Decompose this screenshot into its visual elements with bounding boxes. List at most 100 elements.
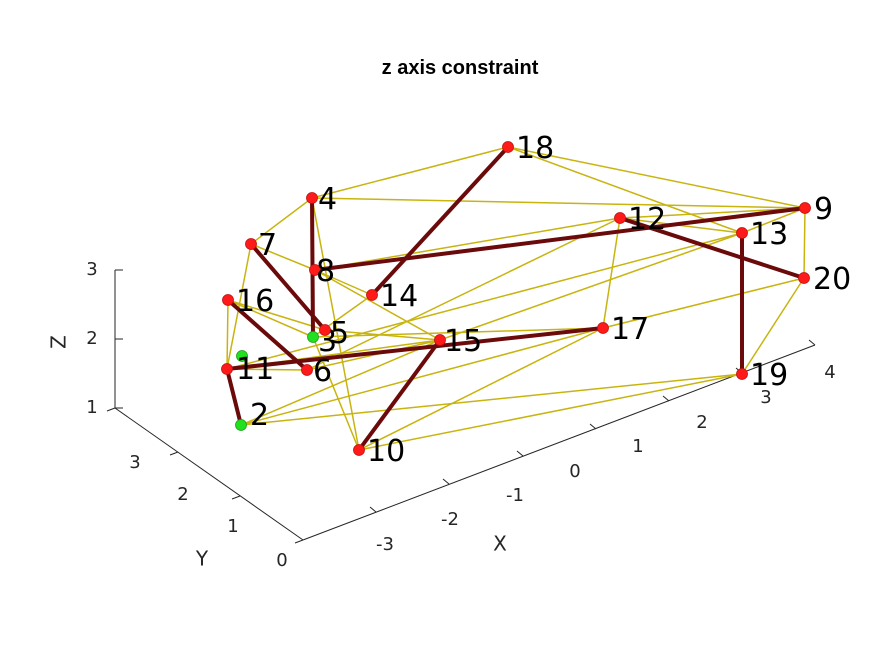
- node-label: 20: [813, 262, 851, 297]
- y-tick-label: 3: [129, 452, 140, 473]
- x-axis-line: [302, 344, 816, 541]
- graph-edge-thick: [357, 338, 442, 452]
- graph-edge-thin: [358, 373, 743, 451]
- x-tick-label: -2: [441, 509, 459, 530]
- node-label: 8: [316, 254, 335, 289]
- graph-edge-thin: [227, 299, 326, 331]
- node-label: 9: [814, 192, 833, 227]
- graph-edge-thick: [225, 367, 243, 427]
- x-tick-label: 2: [696, 412, 707, 433]
- node-label: 17: [611, 312, 649, 347]
- graph-node: [614, 212, 626, 224]
- x-tick-mark: [442, 478, 450, 485]
- y-axis-label: Y: [195, 547, 209, 571]
- graph-node: [245, 238, 257, 250]
- graph-edge-thin: [312, 336, 360, 451]
- x-tick-label: 1: [632, 436, 643, 457]
- graph-edge-thin: [240, 339, 441, 426]
- x-tick-label: 4: [824, 362, 835, 383]
- y-axis-line: [114, 407, 304, 541]
- y-tick-label: 2: [177, 484, 188, 505]
- graph-edge-thin: [240, 373, 743, 426]
- x-tick-mark: [589, 423, 597, 430]
- graph-node: [236, 350, 248, 362]
- z-tick-label: 1: [86, 397, 97, 418]
- graph-node: [235, 419, 247, 431]
- thin-edges-group: [226, 146, 806, 451]
- graph-edge-thin: [226, 299, 229, 370]
- graph-edge-thin: [314, 217, 621, 271]
- graph-edge-thin: [314, 269, 441, 341]
- x-tick-mark: [369, 506, 377, 513]
- x-tick-label: -1: [506, 485, 524, 506]
- graph-node: [502, 141, 514, 153]
- node-label: 19: [750, 358, 788, 393]
- node-label: 16: [236, 284, 274, 319]
- thick-edges-group: [225, 145, 807, 452]
- y-tick-mark: [106, 407, 116, 412]
- y-tick-mark: [294, 539, 304, 544]
- node-label: 6: [313, 354, 332, 389]
- graph-edge-thick: [225, 326, 605, 371]
- graph-edge-thin: [240, 327, 604, 426]
- z-tick-label: 2: [86, 328, 97, 349]
- graph-edge-thick: [370, 145, 510, 297]
- graph-node: [353, 444, 365, 456]
- graph-node: [307, 331, 319, 343]
- graph-edge-thin: [312, 327, 604, 338]
- y-tick-label: 1: [227, 516, 238, 537]
- graph-node: [222, 294, 234, 306]
- graph-edge-thin: [741, 207, 806, 234]
- x-tick-mark: [808, 339, 816, 346]
- graph-edge-thin: [741, 277, 805, 375]
- graph-node: [799, 202, 811, 214]
- node-label: 12: [628, 202, 666, 237]
- graph-node: [798, 272, 810, 284]
- y-tick-mark: [231, 495, 241, 500]
- y-axis-ticks: 0 1 2 3: [106, 407, 304, 571]
- graph-edge-thick: [618, 216, 806, 280]
- graph-edge-thick: [313, 206, 807, 272]
- node-label: 18: [516, 131, 554, 166]
- graph-node: [736, 368, 748, 380]
- graph-edge-thin: [619, 207, 806, 219]
- node-label: 2: [250, 398, 269, 433]
- graph-edge-thin: [226, 243, 252, 370]
- x-tick-label: -3: [376, 534, 394, 555]
- node-label: 15: [444, 324, 482, 359]
- graph-node: [319, 324, 331, 336]
- graph-edge-thin: [358, 327, 604, 451]
- x-tick-label: 0: [569, 461, 580, 482]
- node-label: 13: [750, 217, 788, 252]
- graph-edge-thin: [311, 197, 360, 451]
- graph-node: [301, 364, 313, 376]
- graph-node: [306, 192, 318, 204]
- x-axis-label: X: [493, 532, 507, 556]
- graph-edge-thin: [507, 146, 806, 209]
- graph-edge-thin: [602, 277, 805, 329]
- graph-edge-thin: [803, 207, 806, 279]
- graph-edge-thin: [439, 232, 743, 341]
- y-tick-mark: [169, 451, 179, 456]
- graph-edge-thick: [226, 298, 309, 372]
- graph-edge-thin: [306, 217, 621, 371]
- x-tick-mark: [662, 395, 670, 402]
- graph-edge-thin: [250, 197, 313, 245]
- plot-title: z axis constraint: [382, 57, 539, 79]
- node-label: 10: [367, 434, 405, 469]
- x-tick-mark: [516, 450, 524, 457]
- graph-node: [366, 289, 378, 301]
- z-axis-ticks: 3 2 1: [86, 259, 123, 418]
- node-label: 11: [236, 352, 274, 387]
- graph-edge-thin: [250, 243, 316, 271]
- graph-node: [736, 227, 748, 239]
- x-tick-label: 3: [760, 387, 771, 408]
- graph-edge-thin: [602, 217, 621, 329]
- graph-node: [221, 363, 233, 375]
- node-label: 7: [258, 228, 277, 263]
- graph-edge-thin: [227, 299, 314, 338]
- graph-node: [597, 322, 609, 334]
